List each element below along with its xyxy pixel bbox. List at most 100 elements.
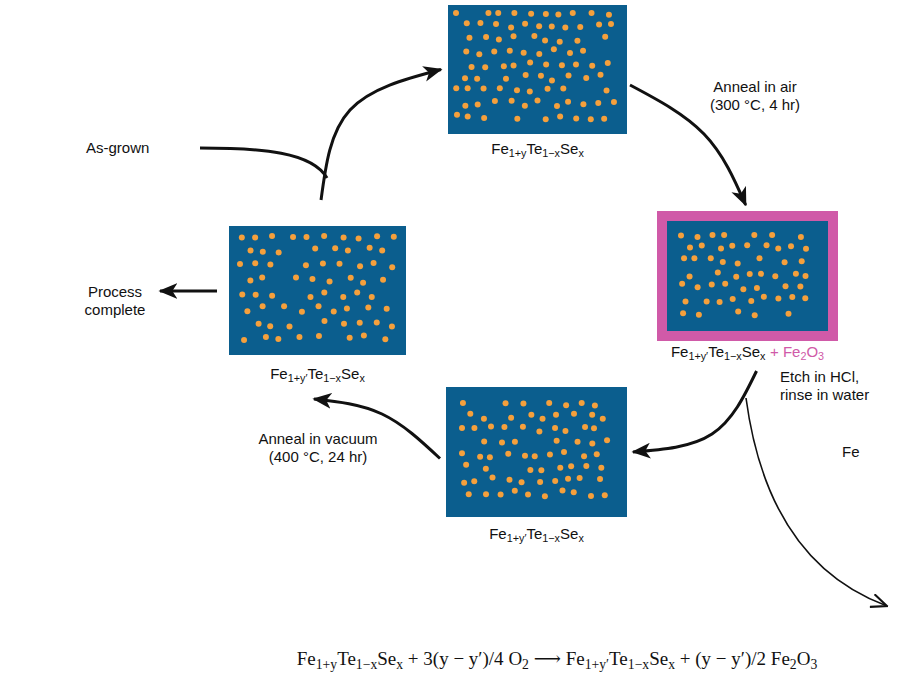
excess-iron-dot [581,453,587,459]
excess-iron-dot [709,232,715,238]
excess-iron-dot [499,439,505,445]
excess-iron-dot [718,245,724,251]
excess-iron-dot [466,35,472,41]
excess-iron-dot [694,234,700,240]
excess-iron-dot [527,59,533,65]
excess-iron-dot [357,263,363,269]
excess-iron-dot [514,116,520,122]
excess-iron-dot [520,424,526,430]
excess-iron-dot [597,476,603,482]
excess-iron-dot [341,321,347,327]
excess-iron-dot [789,294,795,300]
excess-iron-dot [589,412,595,418]
excess-iron-dot [720,259,726,265]
excess-iron-dot [708,255,714,261]
excess-iron-dot [482,64,488,70]
excess-iron-dot [296,334,302,340]
excess-iron-dot [563,402,569,408]
crystal-illustration [446,387,627,517]
excess-iron-dot [531,33,537,39]
crystal-body [446,387,627,517]
excess-iron-dot [608,21,614,27]
excess-iron-dot [721,232,727,238]
excess-iron-dot [729,243,735,249]
excess-iron-dot [561,449,567,455]
excess-iron-dot [783,283,789,289]
excess-iron-dot [356,235,362,241]
excess-iron-dot [475,101,481,107]
excess-iron-dot [709,282,715,288]
excess-iron-dot [522,21,528,27]
excess-iron-dot [320,260,326,266]
excess-iron-dot [247,278,253,284]
excess-iron-dot [481,86,487,92]
excess-iron-dot [389,264,395,270]
excess-iron-dot [495,10,501,16]
excess-iron-dot [496,37,502,43]
excess-iron-dot [239,234,245,240]
excess-iron-dot [256,321,262,327]
excess-iron-dot [577,475,583,481]
process-step-label: Etch in HCl, rinse in water [780,368,884,404]
excess-iron-dot [453,10,459,16]
excess-iron-dot [460,400,466,406]
oxide-formula: + Fe2O3 [770,343,824,360]
excess-iron-dot [453,85,459,91]
excess-iron-dot [462,103,468,109]
subscript: 1−x [628,657,649,672]
excess-iron-dot [512,439,518,445]
excess-iron-dot [307,294,313,300]
excess-iron-dot [588,116,594,122]
excess-iron-dot [769,232,775,238]
excess-iron-dot [782,259,788,265]
decoration-layer [160,148,887,606]
excess-iron-dot [580,101,586,107]
excess-iron-dot [802,295,808,301]
excess-iron-dot [244,308,250,314]
excess-iron-dot [557,39,563,45]
crystal-body [229,226,406,355]
excess-iron-dot [511,63,517,69]
excess-iron-dot [605,60,611,66]
excess-iron-dot [549,77,555,83]
excess-iron-dot [512,488,518,494]
excess-iron-dot [462,75,468,81]
excess-iron-dot [591,425,597,431]
excess-iron-dot [604,87,610,93]
subscript: x [578,147,583,159]
excess-iron-dot [286,323,292,329]
excess-iron-dot [545,86,551,92]
excess-iron-dot [748,298,754,304]
excess-iron-dot [344,306,350,312]
subscript: 1+y [316,657,337,672]
excess-iron-dot [508,24,514,30]
excess-iron-dot [345,248,351,254]
excess-iron-dot [332,245,338,251]
excess-iron-dot [507,48,513,54]
excess-iron-dot [538,73,544,79]
excess-iron-dot [547,452,553,458]
excess-iron-dot [357,320,363,326]
subscript: x [396,657,403,672]
subscript: x [578,532,583,544]
excess-iron-dot [471,425,477,431]
process-step-label: Anneal in air (300 °C, 4 hr) [700,78,810,114]
crystal-panel: Fe1+y′Te1−xSex [229,226,406,355]
crystal-illustration [448,5,627,134]
excess-iron-dot [775,246,781,252]
formula-caption: Fe1+yTe1−xSex [491,140,584,158]
excess-iron-dot [508,415,514,421]
excess-iron-dot [380,277,386,283]
excess-iron-dot [382,336,388,342]
excess-iron-dot [602,34,608,40]
excess-iron-dot [543,116,549,122]
subscript: 1−x [323,372,341,384]
excess-iron-dot [469,64,475,70]
excess-iron-dot [348,275,354,281]
excess-iron-dot [717,299,723,305]
excess-iron-dot [520,401,526,407]
excess-iron-dot [471,478,477,484]
excess-iron-dot [501,63,507,69]
excess-iron-dot [521,50,527,56]
excess-iron-dot [527,89,533,95]
